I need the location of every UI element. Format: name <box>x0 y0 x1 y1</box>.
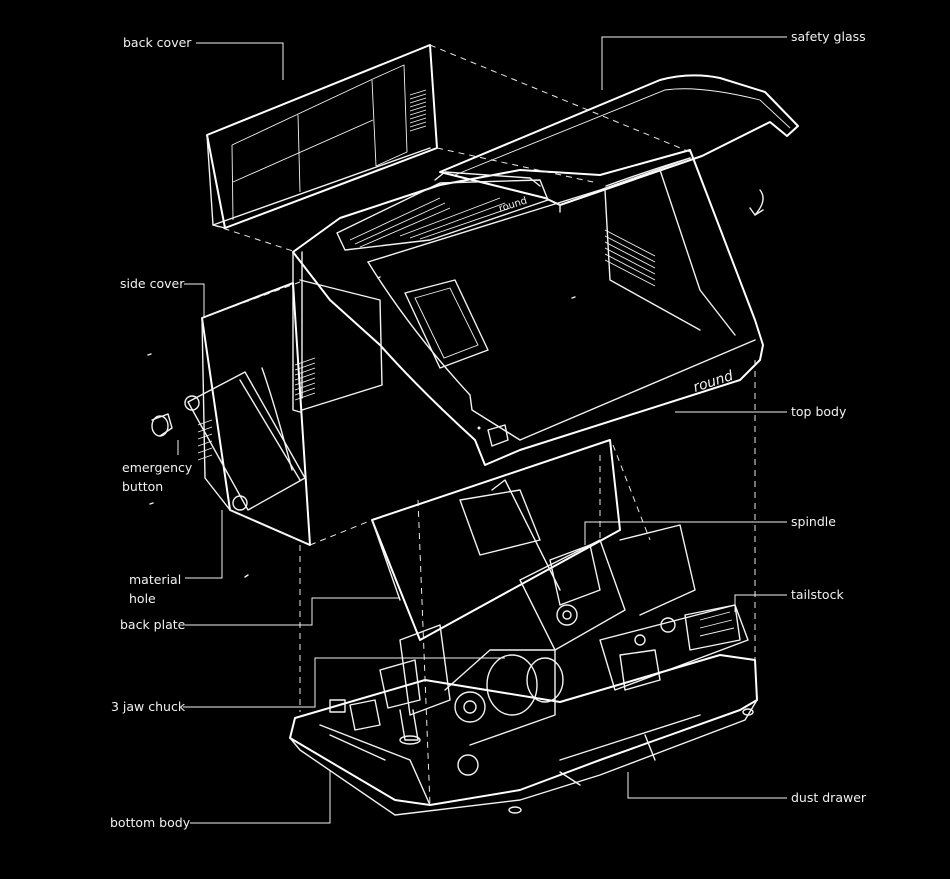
emergency-button-part <box>151 413 173 437</box>
label-back-plate: back plate <box>120 617 186 632</box>
spindle-part <box>519 524 696 651</box>
explode-guide-lines <box>201 44 756 806</box>
label-top-body: top body <box>791 404 847 419</box>
side-cover-part <box>184 282 311 546</box>
label-safety-glass: safety glass <box>791 29 866 44</box>
label-emergency-button-1: emergency <box>122 460 193 475</box>
label-spindle: spindle <box>791 514 836 529</box>
safety-glass-part <box>439 74 799 216</box>
part-labels: back cover safety glass side cover emerg… <box>110 29 867 830</box>
back-plate-part <box>371 439 621 641</box>
top-body-logo: round <box>691 368 735 396</box>
label-bottom-body: bottom body <box>110 815 191 830</box>
label-material-hole-1: material <box>129 572 181 587</box>
stray-marks <box>147 276 576 578</box>
label-back-cover: back cover <box>123 35 192 50</box>
label-side-cover: side cover <box>120 276 185 291</box>
leader-lines <box>177 36 787 824</box>
bottom-body-part <box>289 654 758 816</box>
tailstock-part <box>599 604 749 691</box>
label-emergency-button-2: button <box>122 479 163 494</box>
label-3-jaw-chuck: 3 jaw chuck <box>111 699 186 714</box>
label-dust-drawer: dust drawer <box>791 790 867 805</box>
top-body-part: round round <box>292 149 764 466</box>
jaw-chuck-part <box>379 624 564 776</box>
label-tailstock: tailstock <box>791 587 844 602</box>
label-material-hole-2: hole <box>129 591 156 606</box>
